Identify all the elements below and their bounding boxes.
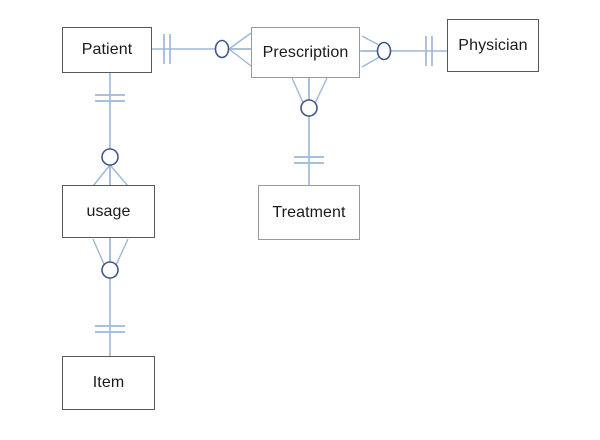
cardinality-marker-zero-or-many [291,77,328,117]
relationship-prescription-treatment[interactable] [291,77,328,185]
relationship-patient-prescription[interactable] [152,32,252,67]
cardinality-marker-zero-or-many [214,32,252,67]
entity-patient[interactable]: Patient [62,27,152,73]
optional-circle-icon [101,261,119,279]
entity-label: Item [92,374,125,391]
optional-circle-icon [376,41,392,61]
optional-circle-icon [300,99,318,117]
cardinality-marker-one-and-only-one [425,36,433,66]
optional-circle-icon [214,39,230,59]
cardinality-marker-one-and-only-one [294,156,324,164]
cardinality-marker-zero-or-many [92,238,129,279]
cardinality-marker-one-and-only-one [95,325,125,333]
relationship-patient-usage[interactable] [92,73,129,187]
entity-item[interactable]: Item [62,356,155,410]
entity-usage[interactable]: usage [62,185,155,238]
optional-circle-icon [101,148,119,166]
entity-physician[interactable]: Physician [447,19,539,72]
entity-label: Prescription [262,43,349,61]
entity-label: Treatment [272,203,346,221]
entity-treatment[interactable]: Treatment [258,185,360,240]
entity-label: Physician [458,36,528,54]
entity-label: usage [86,202,131,220]
relationship-prescription-physician[interactable] [360,35,447,68]
cardinality-marker-zero-or-many [361,35,392,68]
relationship-usage-item[interactable] [92,238,129,356]
cardinality-marker-one-and-only-one [95,94,125,102]
cardinality-marker-one-and-only-one [163,34,171,64]
entity-prescription[interactable]: Prescription [251,27,360,78]
entity-label: Patient [81,41,133,58]
cardinality-marker-zero-or-many [92,148,129,187]
